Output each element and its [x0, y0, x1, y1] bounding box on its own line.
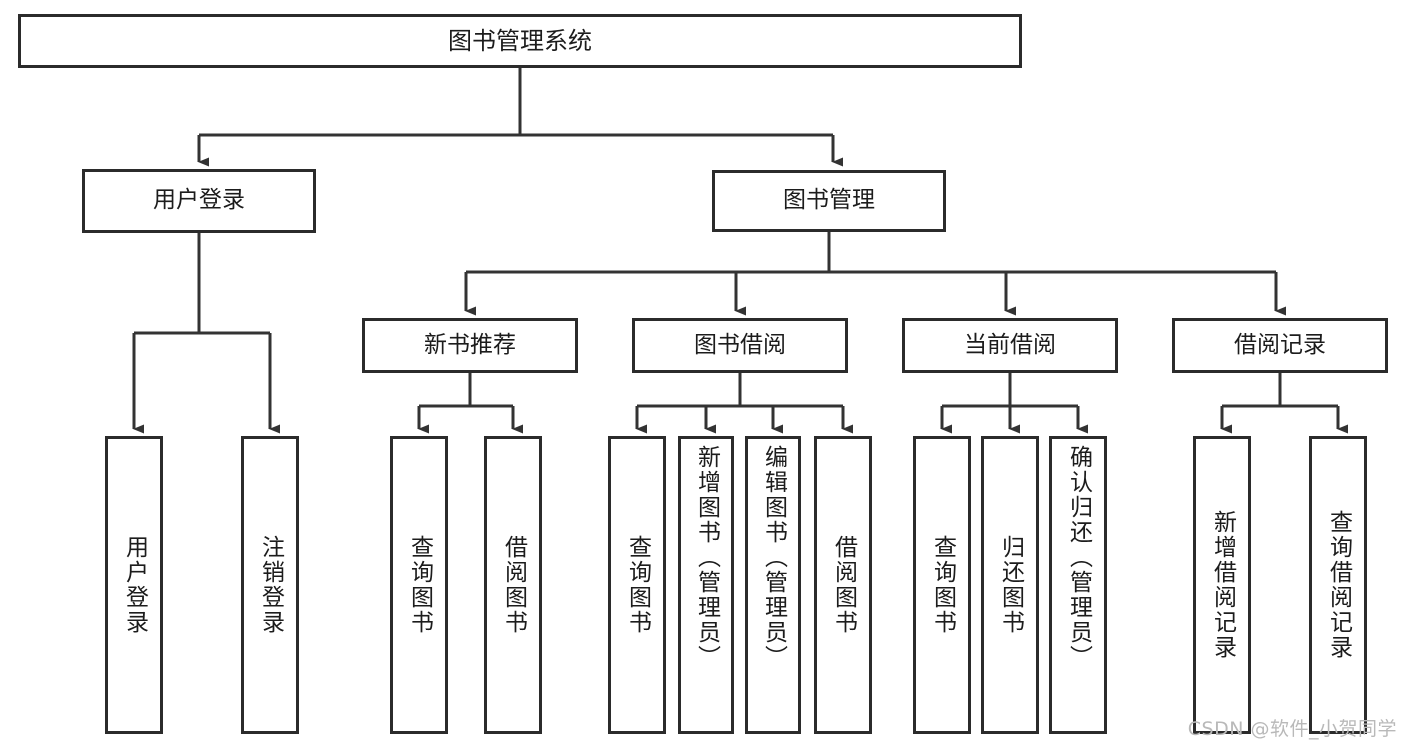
- node-user-login[interactable]: 用户登录: [82, 169, 316, 233]
- node-label: 当前借阅: [964, 331, 1056, 358]
- node-label: 借阅图书: [830, 535, 857, 635]
- node-label: 用户登录: [153, 187, 245, 214]
- node-root-book-management-system[interactable]: 图书管理系统: [18, 14, 1022, 68]
- node-borrow-records[interactable]: 借阅记录: [1172, 318, 1388, 373]
- node-label: 借阅记录: [1234, 331, 1326, 358]
- node-label: 编辑图书（管理员）: [760, 445, 787, 670]
- node-label: 用户登录: [121, 535, 148, 635]
- node-label: 查询图书: [624, 535, 651, 635]
- leaf-current-borrow-query-book[interactable]: 查询图书: [913, 436, 971, 734]
- node-label: 图书管理: [783, 187, 875, 214]
- leaf-book-borrow-query-book[interactable]: 查询图书: [608, 436, 666, 734]
- node-current-borrow[interactable]: 当前借阅: [902, 318, 1118, 373]
- leaf-borrow-records-add-record[interactable]: 新增借阅记录: [1193, 436, 1251, 734]
- leaf-current-borrow-confirm-return-admin[interactable]: 确认归还（管理员）: [1049, 436, 1107, 734]
- leaf-current-borrow-return-book[interactable]: 归还图书: [981, 436, 1039, 734]
- leaf-user-login-logout[interactable]: 注销登录: [241, 436, 299, 734]
- leaf-new-book-query-book[interactable]: 查询图书: [390, 436, 448, 734]
- node-label: 注销登录: [257, 535, 284, 635]
- leaf-new-book-borrow-book[interactable]: 借阅图书: [484, 436, 542, 734]
- leaf-book-borrow-borrow-book[interactable]: 借阅图书: [814, 436, 872, 734]
- leaf-user-login-login[interactable]: 用户登录: [105, 436, 163, 734]
- node-label: 查询借阅记录: [1325, 510, 1352, 660]
- node-label: 新增图书（管理员）: [693, 445, 720, 670]
- node-label: 查询图书: [929, 535, 956, 635]
- node-label: 借阅图书: [500, 535, 527, 635]
- node-label: 新书推荐: [424, 331, 516, 358]
- node-book-borrow[interactable]: 图书借阅: [632, 318, 848, 373]
- node-new-book-recommend[interactable]: 新书推荐: [362, 318, 578, 373]
- node-label: 确认归还（管理员）: [1065, 445, 1092, 670]
- leaf-borrow-records-query-record[interactable]: 查询借阅记录: [1309, 436, 1367, 734]
- leaf-book-borrow-edit-book-admin[interactable]: 编辑图书（管理员）: [745, 436, 801, 734]
- node-label: 归还图书: [997, 535, 1024, 635]
- node-label: 新增借阅记录: [1209, 510, 1236, 660]
- node-book-management[interactable]: 图书管理: [712, 170, 946, 232]
- node-label: 查询图书: [406, 535, 433, 635]
- node-label: 图书借阅: [694, 331, 786, 358]
- node-label: 图书管理系统: [448, 26, 592, 55]
- leaf-book-borrow-add-book-admin[interactable]: 新增图书（管理员）: [678, 436, 734, 734]
